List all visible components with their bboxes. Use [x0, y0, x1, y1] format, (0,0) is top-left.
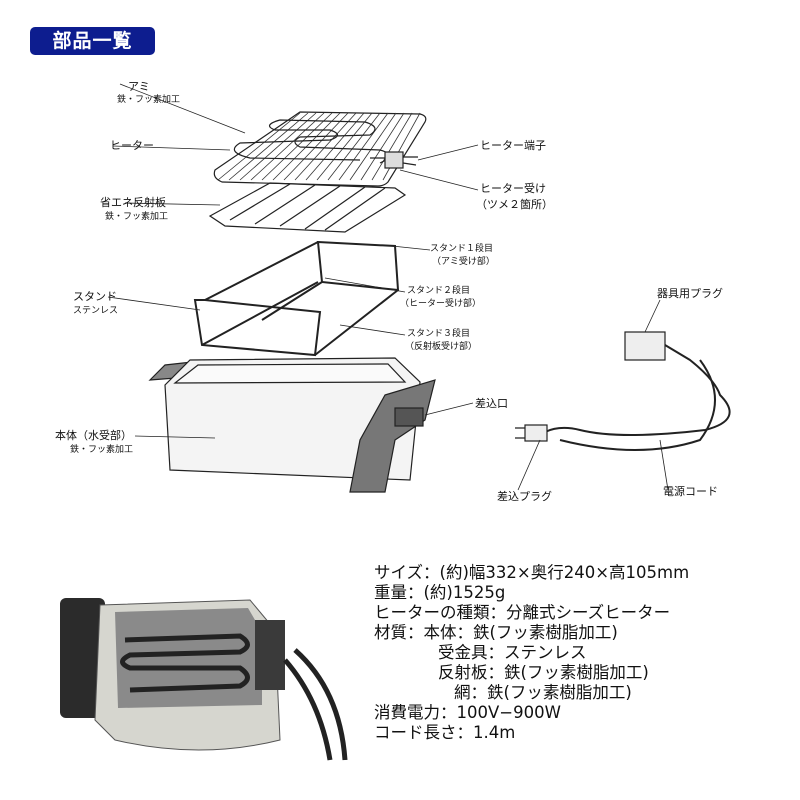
grill-wire [349, 112, 397, 181]
label-plug: 差込プラグ [497, 490, 552, 503]
label-cord: 電源コード [663, 485, 718, 498]
label-heater-holder: ヒーター受け [480, 182, 546, 195]
grill-wire [371, 112, 413, 181]
grill-wire [360, 112, 405, 181]
label-heater-terminal: ヒーター端子 [480, 139, 546, 152]
spec-material-net: 網：鉄(フッ素樹脂加工) [454, 683, 632, 702]
label-stand3-note: （反射板受け部） [405, 342, 478, 352]
spec-material-body: 材質：本体：鉄(フッ素樹脂加工) [374, 623, 618, 642]
label-reflector: 省エネ反射板 [100, 196, 166, 209]
label-heater: ヒーター [110, 139, 154, 152]
label-stand-material: ステンレス [73, 306, 119, 316]
heater-coil-drawing [233, 119, 395, 164]
label-body-material: 鉄・フッ素加工 [70, 445, 134, 455]
grill-wire [239, 112, 317, 181]
label-body: 本体（水受部） [55, 429, 132, 442]
grill-wire [250, 112, 325, 181]
label-appliance-plug: 器具用プラグ [657, 287, 723, 300]
grill-wire [272, 112, 341, 181]
spec-list: サイズ：(約)幅332×奥行240×高105mm 重量：(約)1525g ヒータ… [374, 563, 689, 743]
grill-wire [327, 112, 381, 181]
label-socket: 差込口 [475, 397, 508, 410]
section-title-badge: 部品一覧 [30, 27, 155, 55]
label-stand1-note: （アミ受け部） [432, 257, 495, 267]
label-stand2-note: （ヒーター受け部） [400, 299, 482, 309]
product-photo [60, 598, 348, 761]
grill-wire [217, 112, 301, 181]
label-ami: アミ [128, 80, 150, 93]
grill-wire [316, 112, 373, 181]
label-reflector-material: 鉄・フッ素加工 [105, 212, 169, 222]
spec-power: 消費電力：100V−900W [374, 703, 561, 722]
label-stand: スタンド [73, 290, 117, 303]
label-stand1: スタンド１段目 [430, 244, 494, 254]
label-stand3: スタンド３段目 [407, 329, 471, 339]
power-cord-drawing [515, 331, 731, 451]
spec-cord-length: コード長さ：1.4m [374, 723, 516, 742]
grill-wire [261, 112, 333, 181]
spec-material-reflector: 反射板：鉄(フッ素樹脂加工) [438, 663, 649, 682]
label-heater-holder-note: （ツメ２箇所） [476, 198, 553, 211]
grill-wire [338, 112, 389, 181]
label-ami-material: 鉄・フッ素加工 [117, 95, 181, 105]
heater-terminal-drawing [384, 151, 404, 169]
grill-wire [305, 112, 365, 181]
grill-wire [382, 112, 421, 181]
spec-material-bracket: 受金具：ステンレス [438, 643, 587, 662]
grill-net-lines [217, 112, 421, 181]
grill-wire [283, 112, 349, 181]
stand-drawing [193, 240, 400, 357]
spec-heater-type: ヒーターの種類：分離式シーズヒーター [374, 603, 671, 622]
leader-lines [107, 83, 669, 491]
grill-net-drawing [213, 111, 427, 187]
grill-wire [228, 112, 309, 181]
spec-weight: 重量：(約)1525g [374, 583, 506, 602]
grill-wire [294, 112, 357, 181]
spec-size: サイズ：(約)幅332×奥行240×高105mm [374, 563, 690, 582]
cooker-body-drawing [148, 357, 436, 493]
reflector-drawing [208, 182, 407, 233]
label-stand2: スタンド２段目 [407, 286, 471, 296]
